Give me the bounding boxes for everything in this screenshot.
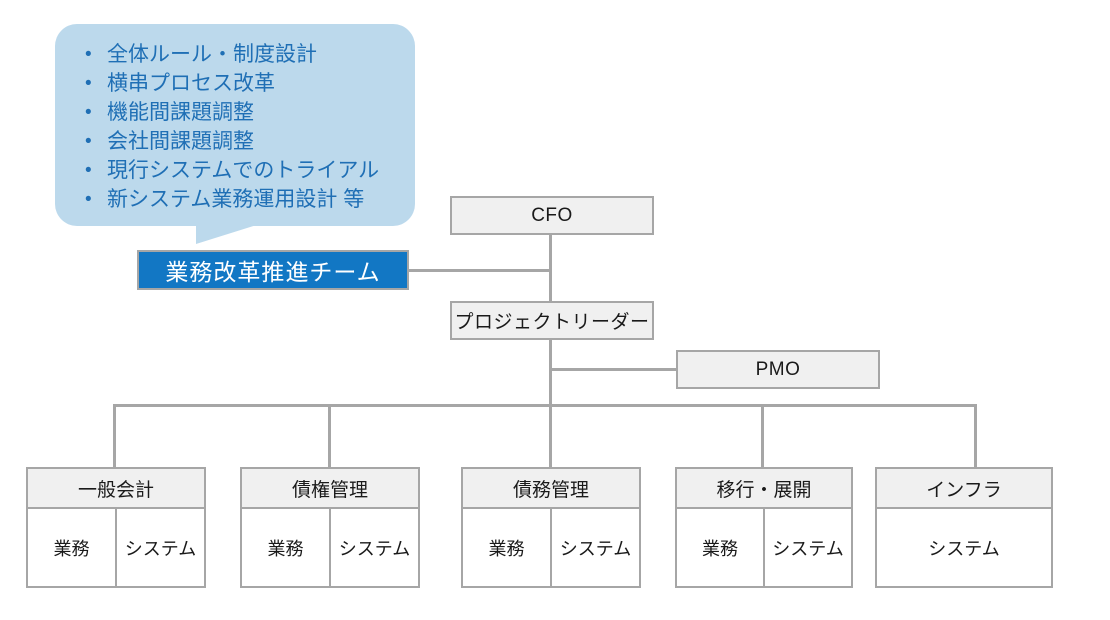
dept-cell-business[interactable]: 業務: [53, 538, 90, 559]
callout-tail-pointer: [196, 222, 266, 244]
dept-infrastructure[interactable]: インフラ システム: [875, 467, 1053, 588]
node-business-reform-team[interactable]: 業務改革推進チーム: [137, 250, 409, 290]
dept-title: インフラ: [875, 467, 1053, 509]
callout-bullet-item: 横串プロセス改革: [81, 69, 397, 98]
callout-bullet-item: 新システム業務運用設計 等: [81, 185, 397, 214]
dept-title: 債権管理: [240, 467, 420, 509]
connector-drop-dept-2: [328, 404, 331, 468]
connector-team-to-trunk: [408, 269, 551, 272]
connector-distribution-bar: [113, 404, 977, 407]
dept-cells: 業務 システム: [461, 509, 641, 588]
node-pmo[interactable]: PMO: [676, 350, 880, 389]
connector-drop-dept-1: [113, 404, 116, 468]
callout-bullet-item: 会社間課題調整: [81, 127, 397, 156]
connector-drop-dept-3: [549, 404, 552, 468]
callout-bullet-item: 現行システムでのトライアル: [81, 156, 397, 185]
dept-cells: システム: [875, 509, 1053, 588]
dept-payables-management[interactable]: 債務管理 業務 システム: [461, 467, 641, 588]
dept-cell-business[interactable]: 業務: [702, 538, 738, 559]
dept-cell-system[interactable]: システム: [928, 538, 1000, 559]
callout-bubble: 全体ルール・制度設計 横串プロセス改革 機能間課題調整 会社間課題調整 現行シス…: [55, 24, 415, 226]
connector-trunk-to-pmo: [549, 368, 678, 371]
callout-bullet-item: 全体ルール・制度設計: [81, 40, 397, 69]
dept-cells: 業務 システム: [675, 509, 853, 588]
dept-general-accounting[interactable]: 一般会計 業務 システム: [26, 467, 206, 588]
dept-receivables-management[interactable]: 債権管理 業務 システム: [240, 467, 420, 588]
callout-bullet-list: 全体ルール・制度設計 横串プロセス改革 機能間課題調整 会社間課題調整 現行シス…: [81, 40, 397, 214]
connector-drop-dept-5: [974, 404, 977, 468]
dept-cell-system[interactable]: システム: [550, 509, 639, 586]
connector-cfo-to-leader: [549, 234, 552, 302]
dept-cell-system[interactable]: システム: [115, 509, 204, 586]
dept-cell-system[interactable]: システム: [763, 509, 851, 586]
dept-cells: 業務 システム: [240, 509, 420, 588]
connector-drop-dept-4: [761, 404, 764, 468]
dept-title: 債務管理: [461, 467, 641, 509]
dept-cell-business[interactable]: 業務: [267, 538, 304, 559]
callout-bullet-item: 機能間課題調整: [81, 98, 397, 127]
dept-title: 移行・展開: [675, 467, 853, 509]
dept-cell-system[interactable]: システム: [329, 509, 418, 586]
node-project-leader[interactable]: プロジェクトリーダー: [450, 301, 654, 340]
dept-migration-rollout[interactable]: 移行・展開 業務 システム: [675, 467, 853, 588]
dept-title: 一般会計: [26, 467, 206, 509]
node-cfo[interactable]: CFO: [450, 196, 654, 235]
dept-cells: 業務 システム: [26, 509, 206, 588]
connector-leader-to-bar: [549, 340, 552, 407]
dept-cell-business[interactable]: 業務: [488, 538, 525, 559]
